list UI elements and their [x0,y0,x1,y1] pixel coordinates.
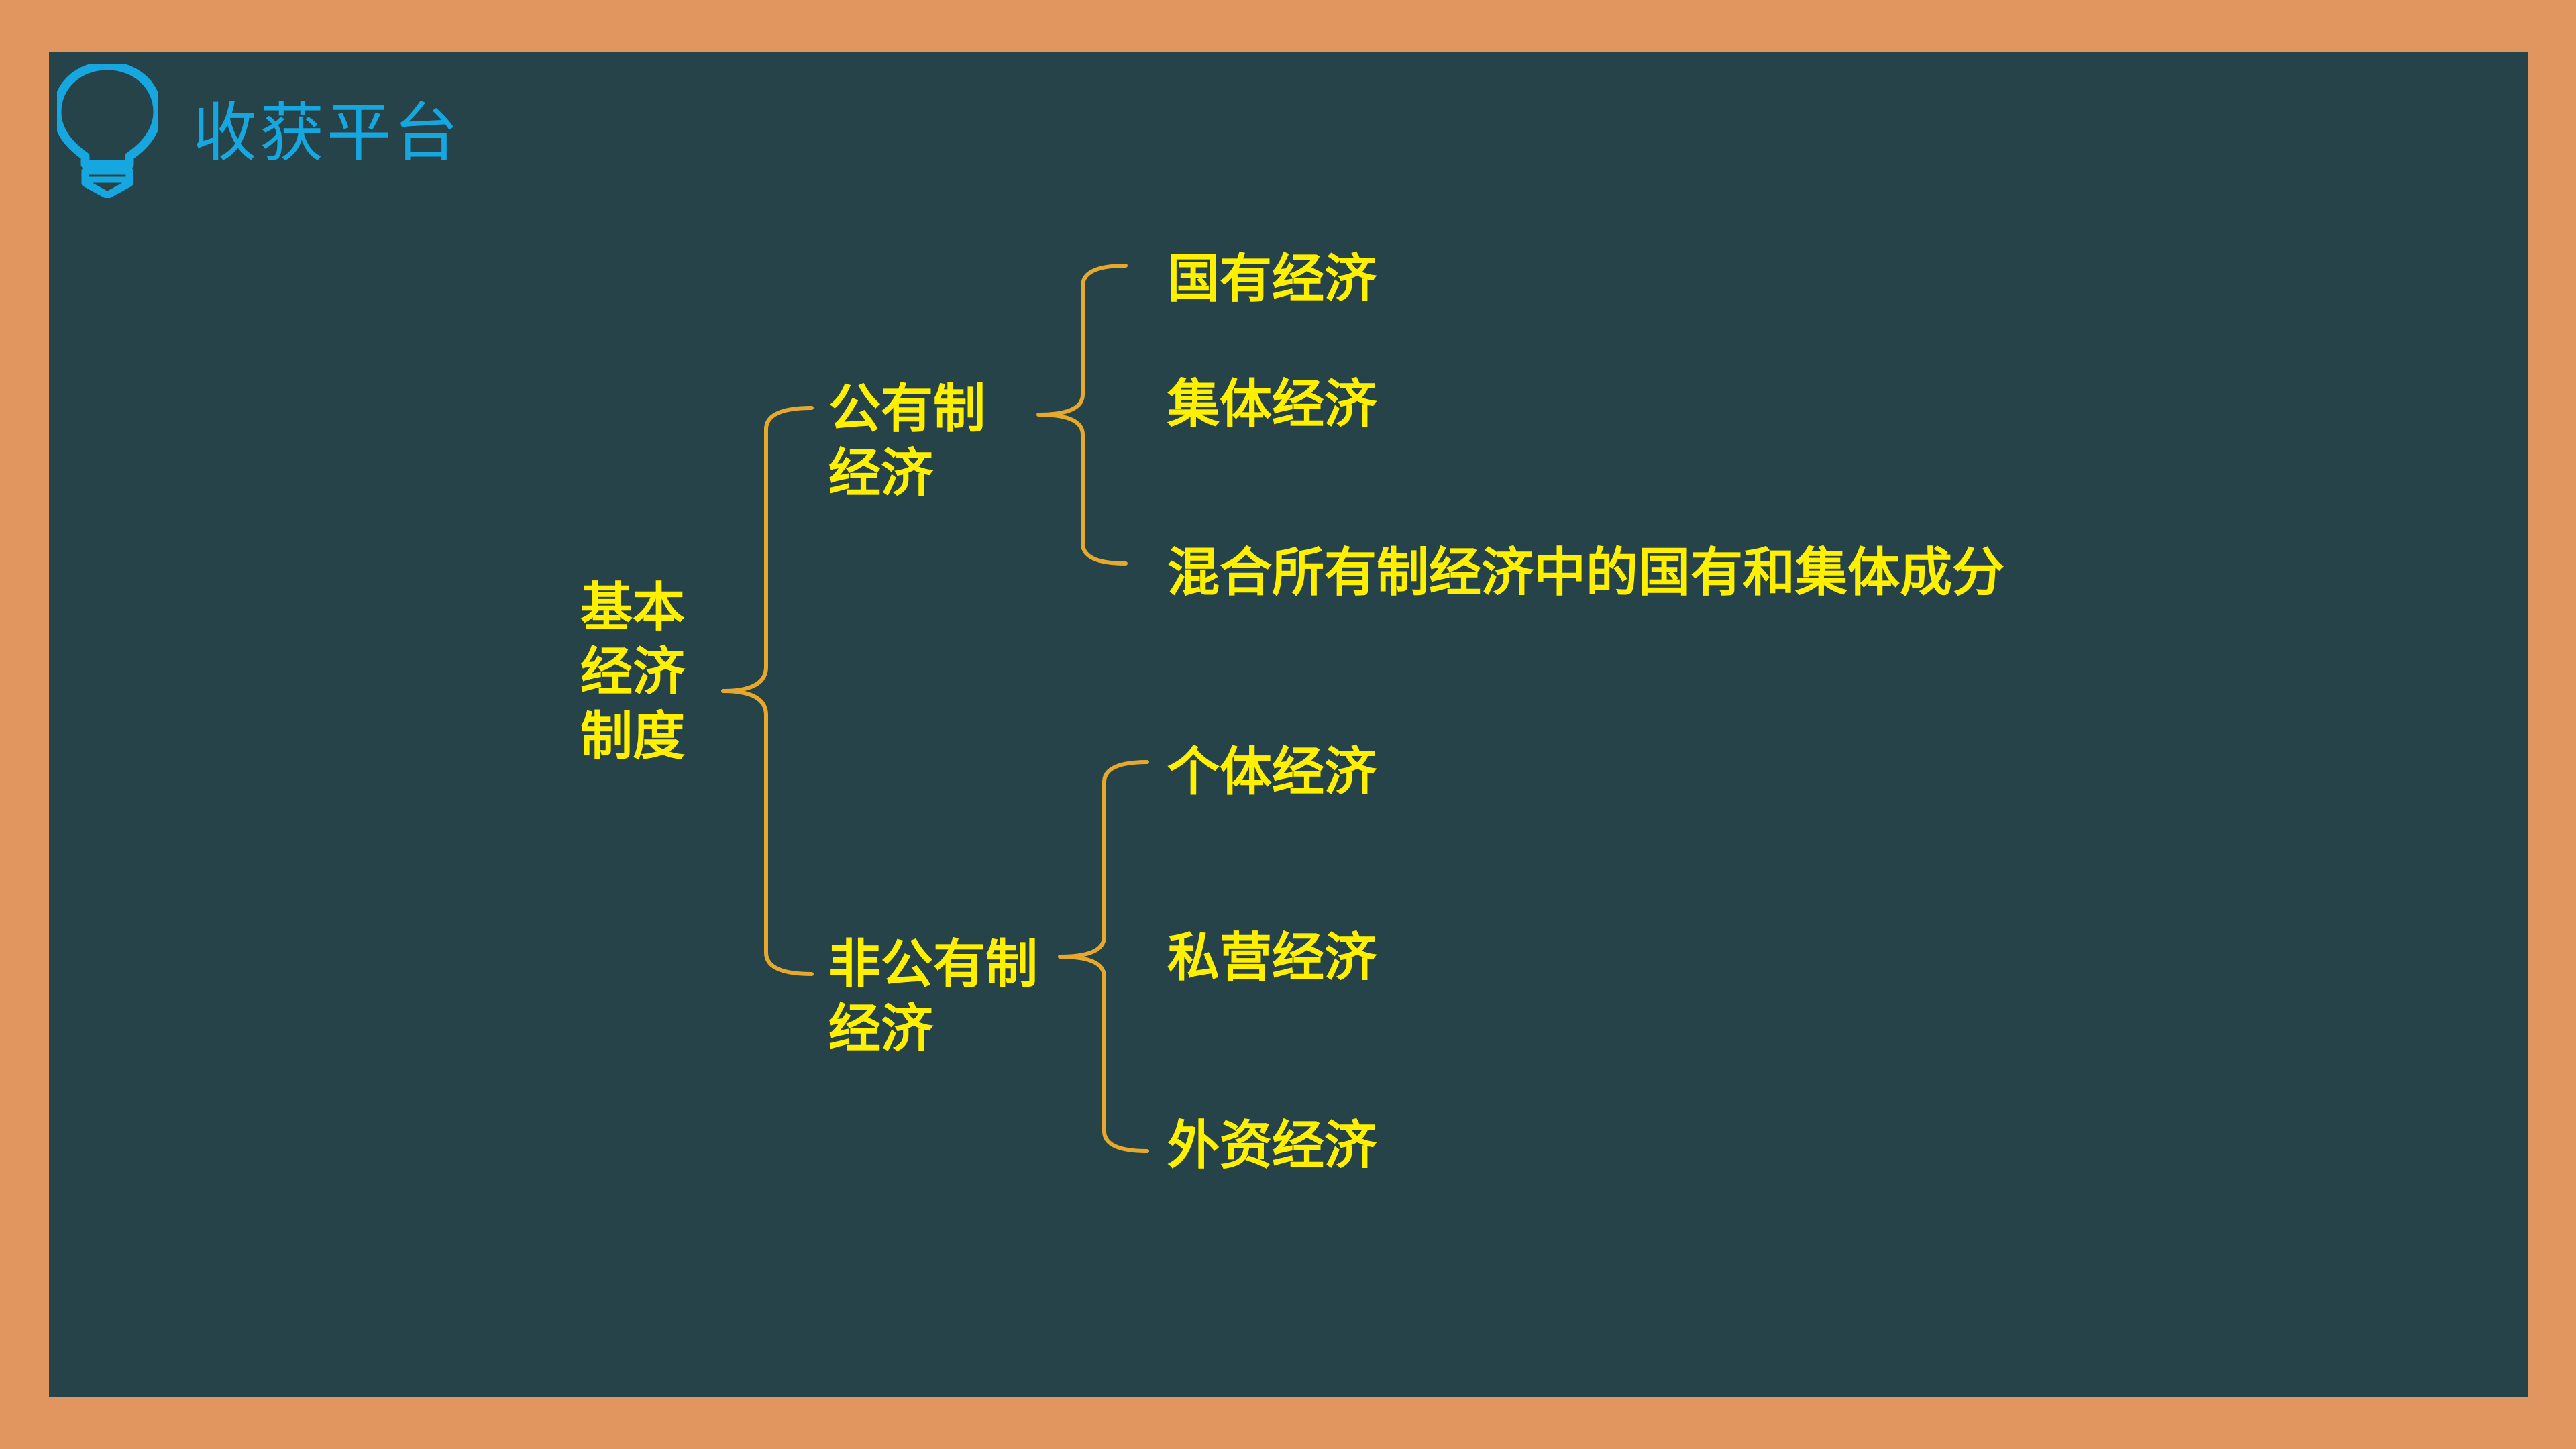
page-title: 收获平台 [193,95,461,170]
public-brace [1036,264,1128,566]
leaf-collective-economy: 集体经济 [1167,374,1377,435]
leaf-state-owned-economy: 国有经济 [1167,249,1377,309]
leaf-mixed-ownership-components: 混合所有制经济中的国有和集体成分 [1167,543,2005,603]
branch-nonpublic-economy: 非公有制经济 [828,934,1038,1059]
leaf-foreign-economy: 外资经济 [1167,1116,1377,1176]
chalkboard [49,52,2528,1397]
lightbulb-icon [57,64,158,198]
diagram-root: 基本经济制度 [580,578,686,767]
nonpublic-brace [1058,760,1149,1153]
root-brace [721,406,814,976]
branch-public-economy: 公有制经济 [828,379,986,504]
leaf-individual-economy: 个体经济 [1167,742,1377,802]
leaf-private-economy: 私营经济 [1167,928,1377,988]
